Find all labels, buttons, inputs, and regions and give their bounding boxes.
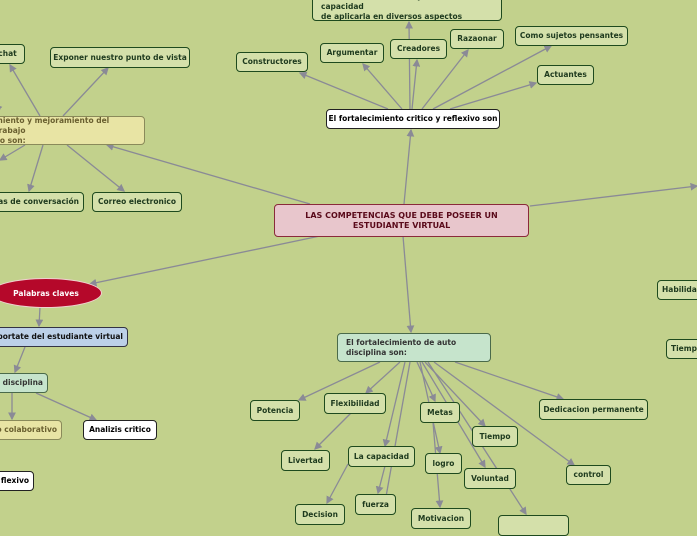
node-salas-conversacion[interactable]: las de conversación	[0, 192, 84, 212]
connector-lines	[0, 20, 697, 516]
node-chat[interactable]: chat	[0, 44, 25, 64]
node-motivacion[interactable]: Motivacion	[411, 508, 471, 529]
node-importante-estudiante[interactable]: mportate del estudiante virtual	[0, 327, 128, 347]
node-trabajo-colaborativo-2[interactable]: o colaborativo	[0, 420, 62, 440]
node-habilidad[interactable]: Habilida	[657, 280, 697, 300]
node-fuerza[interactable]: fuerza	[355, 494, 396, 515]
node-metas[interactable]: Metas	[420, 402, 460, 423]
node-flexibilidad[interactable]: Flexibilidad	[324, 393, 386, 414]
node-tiempo[interactable]: Tiempo	[472, 426, 518, 447]
node-logro[interactable]: logro	[425, 453, 462, 474]
node-decision[interactable]: Decision	[295, 504, 345, 525]
node-razaonar[interactable]: Razaonar	[450, 29, 504, 49]
node-critico-reflexivo[interactable]: El fortalecimiento critico y reflexivo s…	[326, 109, 500, 129]
node-potencia[interactable]: Potencia	[250, 400, 300, 421]
node-argumentar[interactable]: Argumentar	[320, 43, 384, 63]
node-livertad[interactable]: Livertad	[281, 450, 330, 471]
node-disciplina[interactable]: disciplina	[0, 373, 48, 393]
central-topic[interactable]: LAS COMPETENCIAS QUE DEBE POSEER UN ESTU…	[274, 204, 529, 237]
node-auto-disciplina[interactable]: El fortalecimiento de auto disciplina so…	[337, 333, 491, 362]
node-trabajo-colaborativo[interactable]: miento y mejoramiento del trabajo vo son…	[0, 116, 145, 145]
node-voluntad[interactable]: Voluntad	[464, 468, 516, 489]
node-sujetos-pensantes[interactable]: Como sujetos pensantes	[515, 26, 628, 46]
node-tiempo-right[interactable]: Tiemp	[666, 339, 697, 359]
node-reflexivo[interactable]: flexivo	[0, 471, 34, 491]
node-informacion[interactable]: Información la analiza y esta en capacid…	[312, 0, 502, 21]
node-correo-electronico[interactable]: Correo electronico	[92, 192, 182, 212]
node-creadores[interactable]: Creadores	[390, 39, 447, 59]
node-analisis-critico[interactable]: Analizis critico	[83, 420, 157, 440]
node-dedicacion-permanente[interactable]: Dedicacion permanente	[539, 399, 648, 420]
node-exponer-punto-vista[interactable]: Exponer nuestro punto de vista	[50, 47, 190, 68]
node-palabras-claves[interactable]: Palabras claves	[0, 278, 102, 308]
node-actuantes[interactable]: Actuantes	[537, 65, 594, 85]
node-la-capacidad[interactable]: La capacidad	[348, 446, 415, 467]
node-control[interactable]: control	[566, 465, 611, 485]
node-unlabeled-bottom[interactable]	[498, 515, 569, 536]
node-constructores[interactable]: Constructores	[236, 52, 308, 72]
